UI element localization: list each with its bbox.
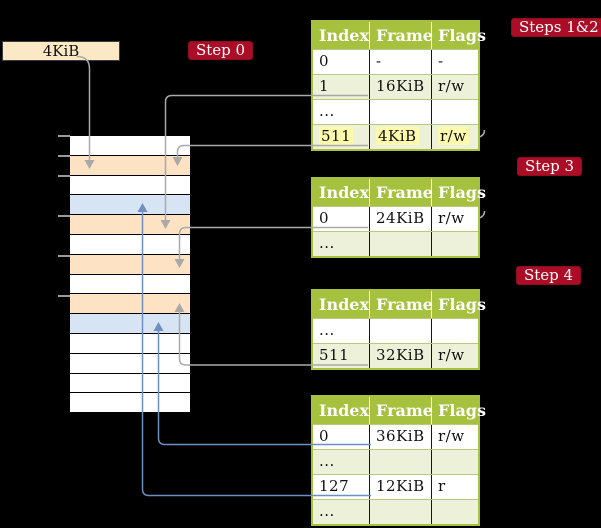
address-tick	[58, 295, 70, 297]
table-cell	[370, 319, 432, 343]
highlight: 511	[319, 127, 354, 145]
page-table-level-4: Index Frame Flags 0 36KiB r/w ... 127 12…	[311, 395, 486, 526]
table-row: 0 24KiB r/w	[313, 206, 478, 231]
page-table-level-3: Index Frame Flags ... 511 32KiB r/w	[311, 289, 486, 370]
memory-frame-11-plain	[70, 353, 190, 374]
table-cell: -	[370, 50, 432, 74]
column-header-frame: Frame	[370, 22, 433, 49]
table-cell: 1	[313, 75, 370, 99]
table-cell	[370, 232, 432, 256]
table-cell: r/w	[438, 346, 465, 364]
memory-frame-7-plain	[70, 274, 190, 295]
step-4-label: Step 4	[516, 266, 582, 285]
page-table-level-2: Index Frame Flags 0 24KiB r/w ...	[311, 177, 486, 258]
column-header-index: Index	[313, 179, 370, 206]
column-header-frame: Frame	[370, 397, 433, 424]
table-cell	[370, 100, 432, 124]
table-cell	[432, 232, 478, 256]
table-cell	[432, 500, 478, 524]
table-cell: 36KiB	[370, 425, 432, 449]
address-tick	[58, 215, 70, 217]
table-cell: 16KiB	[370, 75, 432, 99]
table-cell: 4KiB	[370, 125, 432, 149]
table-cell: r/w	[438, 77, 465, 95]
table-cell	[432, 319, 478, 343]
root-pointer-label: 4KiB	[42, 42, 80, 60]
table-row: ...	[313, 231, 478, 256]
column-header-index: Index	[313, 22, 370, 49]
table-cell: ...	[313, 450, 370, 474]
table-cell	[370, 450, 432, 474]
memory-frame-10-plain	[70, 333, 190, 354]
table-cell: 32KiB	[370, 344, 432, 368]
column-header-flags: Flags	[438, 183, 486, 202]
table-cell: ...	[313, 500, 370, 524]
table-cell: ...	[313, 319, 370, 343]
memory-frame-2-plain	[70, 175, 190, 196]
table-row: 127 12KiB r	[313, 474, 478, 499]
table-cell	[432, 450, 478, 474]
memory-frame-13-plain	[70, 393, 190, 413]
table-cell: r	[438, 477, 446, 495]
table-row: 0 36KiB r/w	[313, 424, 478, 449]
physical-memory-stack	[70, 136, 190, 413]
table-row-highlighted: 511 4KiB r/w	[313, 124, 478, 149]
table-cell: 0	[313, 50, 370, 74]
table-row: ...	[313, 499, 478, 524]
memory-frame-6-table	[70, 254, 190, 275]
table-row: 1 16KiB r/w	[313, 74, 478, 99]
table-cell: 511	[313, 125, 370, 149]
table-header-row: Index Frame Flags	[313, 22, 486, 49]
table-cell: 0	[313, 425, 370, 449]
table-cell: ...	[313, 100, 370, 124]
table-cell: r/w	[438, 427, 465, 445]
table-header-row: Index Frame Flags	[313, 291, 486, 318]
column-header-frame: Frame	[370, 179, 433, 206]
step-3-label: Step 3	[517, 157, 583, 176]
table-header-row: Index Frame Flags	[313, 397, 486, 424]
memory-frame-12-plain	[70, 373, 190, 394]
column-header-index: Index	[313, 397, 370, 424]
address-tick	[58, 255, 70, 257]
table-cell: r/w	[432, 125, 478, 149]
table-cell: ...	[313, 232, 370, 256]
table-cell: 24KiB	[370, 207, 432, 231]
memory-frame-5-plain	[70, 234, 190, 255]
table-cell: 12KiB	[370, 475, 432, 499]
column-header-index: Index	[313, 291, 370, 318]
column-header-frame: Frame	[370, 291, 433, 318]
page-table-level-1: Index Frame Flags 0 - - 1 16KiB r/w ... …	[311, 20, 486, 151]
table-cell: 127	[313, 475, 370, 499]
step-0-label: Step 0	[188, 41, 254, 60]
table-cell: 0	[313, 207, 370, 231]
address-tick	[58, 155, 70, 157]
memory-frame-0-plain	[70, 136, 190, 156]
table-cell: -	[438, 52, 444, 70]
table-row: 0 - -	[313, 49, 478, 74]
table-cell: 511	[313, 344, 370, 368]
table-cell: r/w	[438, 209, 465, 227]
table-header-row: Index Frame Flags	[313, 179, 486, 206]
table-cell	[370, 500, 432, 524]
memory-frame-3-data	[70, 195, 190, 216]
memory-frame-4-table	[70, 215, 190, 235]
column-header-flags: Flags	[438, 26, 486, 45]
table-row: ...	[313, 318, 478, 343]
highlight: r/w	[438, 127, 469, 145]
table-row: ...	[313, 99, 478, 124]
address-tick	[58, 175, 70, 177]
memory-frame-1-table	[70, 155, 190, 176]
table-row: ...	[313, 449, 478, 474]
table-row: 511 32KiB r/w	[313, 343, 478, 368]
highlight: 4KiB	[376, 127, 419, 145]
steps-1-2-label: Steps 1&2	[511, 18, 601, 37]
memory-frame-9-data	[70, 314, 190, 334]
table-cell	[432, 100, 478, 124]
memory-frame-8-table	[70, 294, 190, 315]
address-tick	[58, 135, 70, 137]
column-header-flags: Flags	[438, 295, 486, 314]
column-header-flags: Flags	[438, 401, 486, 420]
root-pointer-box: 4KiB	[2, 41, 120, 61]
